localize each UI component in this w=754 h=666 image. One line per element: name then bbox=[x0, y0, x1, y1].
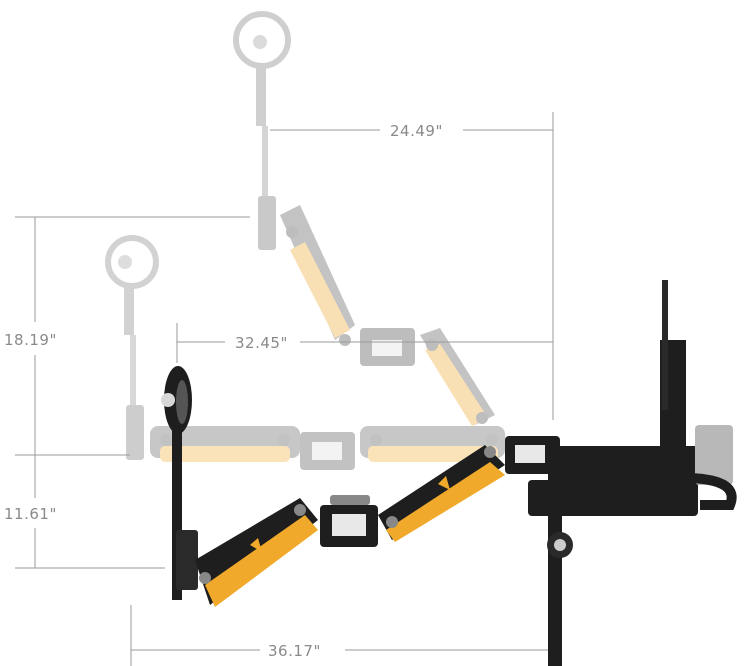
dim-label-lower-height: 11.61" bbox=[4, 505, 57, 523]
counterweight-icon bbox=[695, 425, 733, 485]
gimbal-knob-icon bbox=[161, 393, 175, 407]
vest-mount bbox=[528, 280, 737, 666]
main-arm bbox=[161, 366, 560, 607]
dim-label-top-reach: 24.49" bbox=[390, 122, 443, 140]
ghost-arm-high bbox=[233, 11, 495, 426]
mount-knob-icon bbox=[554, 539, 566, 551]
dim-label-upper-height: 18.19" bbox=[4, 331, 57, 349]
dimension-lines bbox=[15, 112, 556, 666]
dim-label-bottom-reach: 36.17" bbox=[268, 642, 321, 660]
ghost-arm-mid bbox=[105, 235, 505, 470]
dim-label-mid-reach: 32.45" bbox=[235, 334, 288, 352]
